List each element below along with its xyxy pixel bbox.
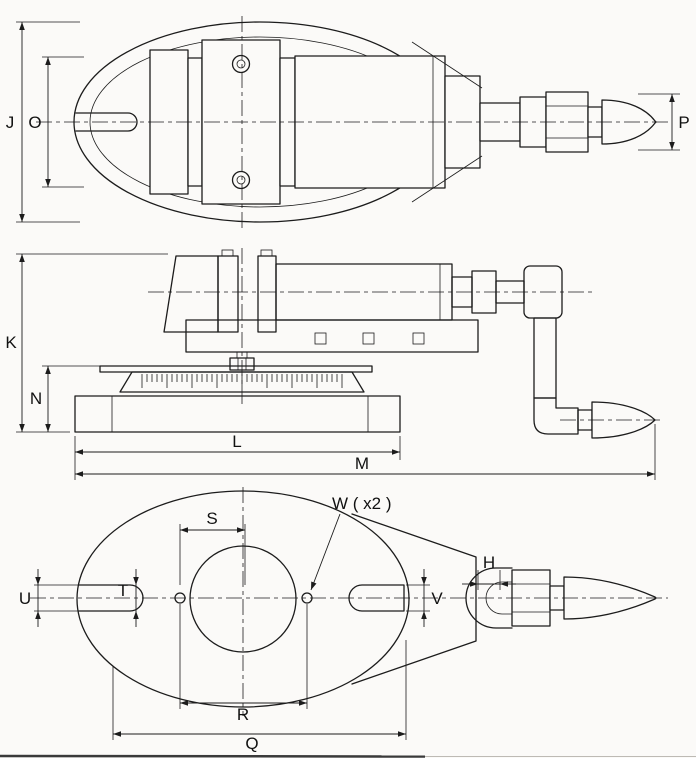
bolt-hole-top <box>231 54 251 74</box>
crank-elbow <box>533 397 579 435</box>
top-view: J O P <box>6 16 690 230</box>
bottom-view-extension-lines <box>34 524 501 740</box>
bottom-right-extension <box>351 513 477 685</box>
bolt-hole-bottom <box>231 170 251 190</box>
dim-label-l: L <box>232 432 241 451</box>
dim-label-t: T <box>118 581 128 600</box>
dim-label-w: W ( x2 ) <box>332 494 392 513</box>
bracket-edges <box>411 41 483 203</box>
side-view: K N L M <box>5 248 664 480</box>
bolt-hole-top-inner <box>236 59 246 69</box>
base-side <box>74 395 401 433</box>
body-bolt-2 <box>362 332 375 345</box>
side-view-centerlines <box>148 248 664 421</box>
dim-label-n: N <box>30 389 42 408</box>
handle-nut-flats <box>546 105 588 139</box>
dim-label-j: J <box>6 113 15 132</box>
jaw-screw-right <box>260 249 273 257</box>
body-bolt-1 <box>314 332 327 345</box>
side-view-extension-lines <box>16 253 656 480</box>
bottom-view: S W ( x2 ) U T V H R Q <box>19 487 668 753</box>
dim-label-p: P <box>678 113 689 132</box>
vise-body-side <box>185 319 479 353</box>
swivel-flange <box>99 365 373 373</box>
crank-arm <box>533 317 557 399</box>
jaw-screw-left <box>221 249 234 257</box>
handle-nut-bottom-flats <box>512 583 550 613</box>
top-view-centerlines <box>36 16 668 230</box>
base-lug-lines <box>111 396 369 432</box>
dim-label-r: R <box>237 705 249 724</box>
handle-socket-outer <box>465 567 513 629</box>
dim-label-h: H <box>483 553 495 572</box>
dim-label-m: M <box>355 454 369 473</box>
dim-label-v: V <box>431 589 443 608</box>
dim-label-u: U <box>19 589 31 608</box>
dimension-lines <box>19 22 675 737</box>
clamp-bolt-facets <box>237 358 247 370</box>
swivel-scale-plate <box>119 371 365 393</box>
dim-label-q: Q <box>245 734 258 753</box>
dim-label-k: K <box>5 333 17 352</box>
dim-label-s: S <box>206 509 217 528</box>
dim-label-o: O <box>28 113 41 132</box>
tslot-left <box>75 112 138 132</box>
swivel-scale-ticks <box>141 374 343 388</box>
body-bolt-3 <box>412 332 425 345</box>
bolt-hole-bottom-inner <box>236 175 246 185</box>
top-view-extension-lines <box>16 21 680 223</box>
scan-edge-artifact <box>0 754 426 758</box>
